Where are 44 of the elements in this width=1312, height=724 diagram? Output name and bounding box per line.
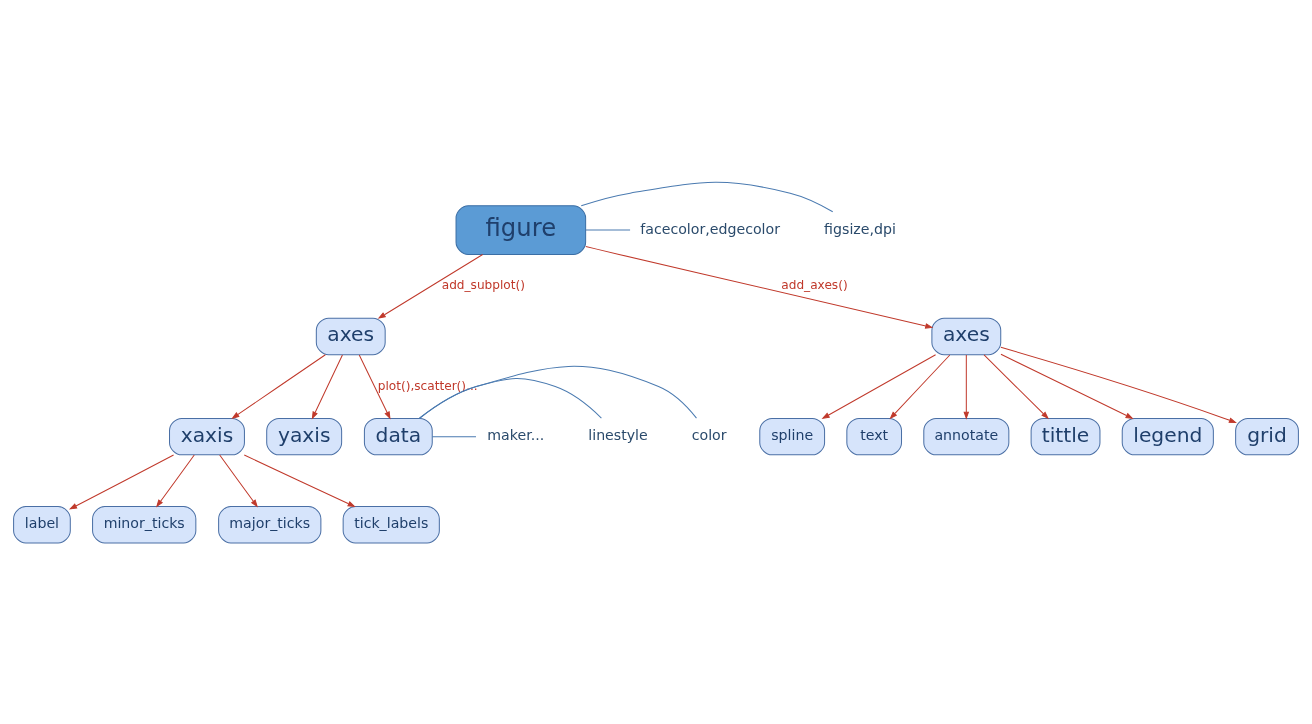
node-text: facecolor,edgecolor [640, 220, 781, 237]
connector [580, 181, 834, 212]
arrow [231, 353, 326, 419]
node-box: major_ticks [218, 505, 322, 543]
node-box: xaxis [169, 417, 245, 455]
node-text: maker... [487, 426, 545, 443]
arrow [358, 353, 391, 420]
arrow [983, 353, 1050, 419]
arrow [585, 245, 934, 329]
connector [585, 229, 631, 231]
arrow [1000, 346, 1237, 423]
node-box: minor_ticks [92, 505, 197, 543]
node-box: yaxis [266, 417, 343, 455]
node-box: tick_labels [342, 505, 440, 543]
arrow [963, 353, 970, 420]
node-text: color [691, 426, 727, 443]
node-box: text [846, 417, 903, 455]
arrow [821, 353, 937, 419]
arrow [1000, 353, 1134, 419]
node-text: figsize,dpi [824, 220, 896, 237]
arrow [311, 353, 343, 420]
edge-label: add_axes() [781, 277, 848, 292]
node-text: linestyle [588, 426, 648, 443]
connector [419, 365, 697, 419]
arrow [156, 454, 195, 508]
node-box: figure [455, 204, 587, 255]
arrow [889, 353, 951, 419]
arrow [243, 454, 356, 507]
arrow [219, 454, 258, 508]
node-box: legend [1121, 417, 1214, 455]
edge-label: add_subplot() [441, 277, 526, 292]
arrow [69, 454, 175, 510]
connector [419, 377, 602, 419]
node-box: label [13, 505, 71, 543]
node-box: annotate [923, 417, 1010, 455]
node-box: grid [1235, 417, 1299, 455]
node-box: axes [315, 317, 386, 355]
node-box: tittle [1030, 417, 1101, 455]
node-box: data [363, 417, 433, 455]
connector [431, 435, 477, 437]
edge-label: plot(),scatter()... [377, 378, 478, 393]
node-box: spline [759, 417, 826, 455]
arrow [377, 253, 484, 319]
node-box: axes [931, 317, 1002, 355]
